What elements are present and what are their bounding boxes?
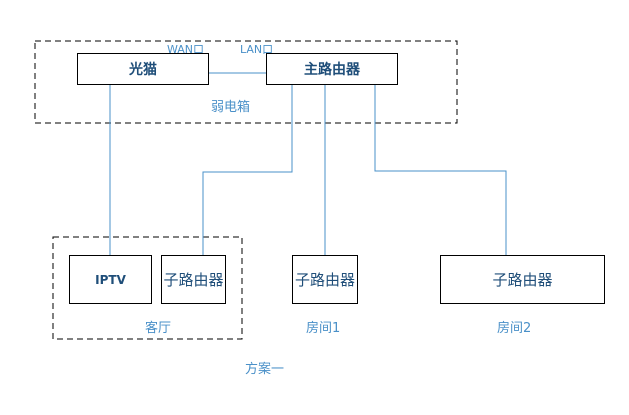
main-router-node: 主路由器 — [266, 53, 398, 85]
modem-node: 光猫 — [77, 53, 209, 85]
room2-label: 房间2 — [497, 321, 532, 336]
weak-box-label: 弱电箱 — [211, 100, 251, 115]
lan-port-label: LAN口 — [240, 43, 274, 56]
diagram-caption: 方案一 — [245, 362, 285, 377]
main-to-living-sub-router-line — [202, 85, 293, 255]
living-room-sub-router-node: 子路由器 — [161, 255, 226, 304]
living-room-label: 客厅 — [145, 321, 172, 336]
room1-sub-router-node: 子路由器 — [292, 255, 358, 304]
wan-port-label: WAN口 — [167, 43, 205, 56]
room1-label: 房间1 — [306, 321, 341, 336]
room2-sub-router-node: 子路由器 — [440, 255, 605, 304]
weak-box-frame — [34, 40, 458, 124]
main-to-room2-sub-router-line — [374, 85, 507, 255]
iptv-node: IPTV — [69, 255, 152, 304]
living-room-frame — [52, 236, 243, 340]
